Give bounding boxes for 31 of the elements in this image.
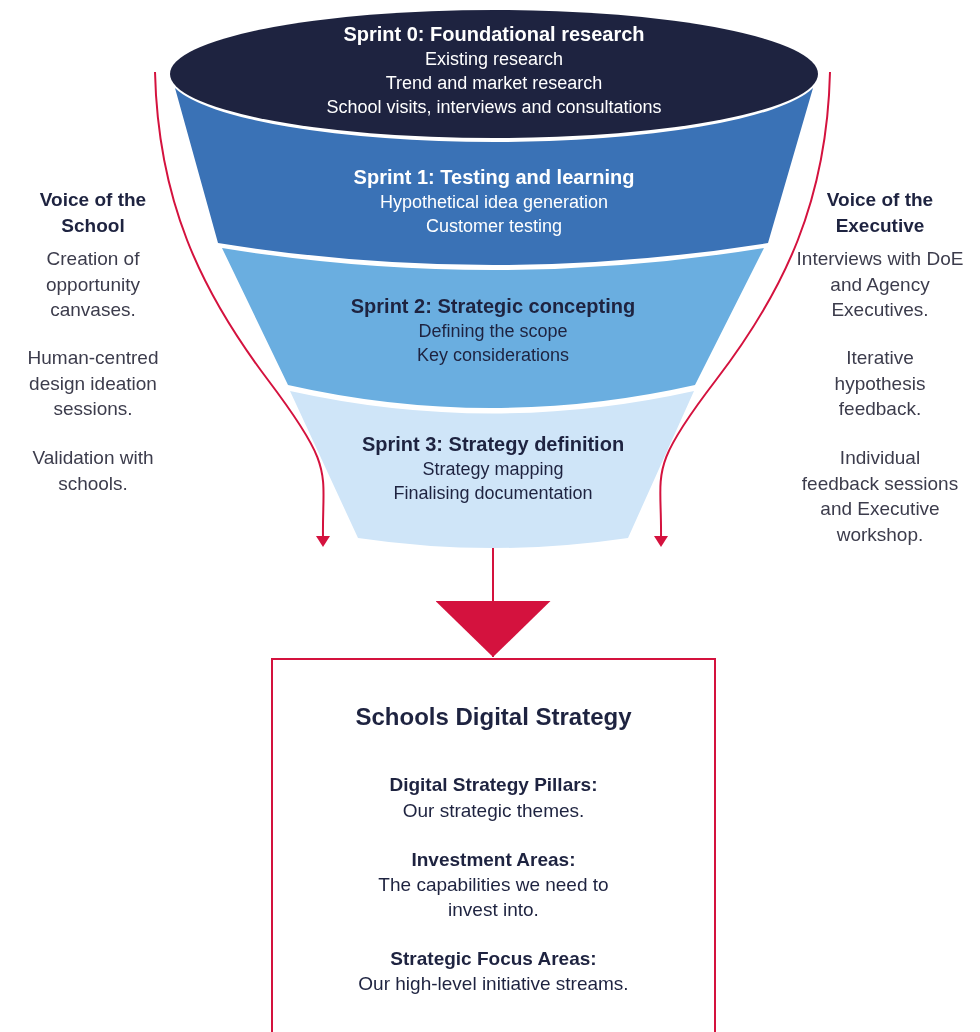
sprint-heading: Sprint 1: Testing and learning [353, 165, 635, 190]
section-description: Our strategic themes. [402, 799, 585, 823]
sprint-heading: Sprint 0: Foundational research [343, 22, 645, 47]
sprint-activity: Hypothetical idea generation [379, 191, 609, 214]
sprint-activity: Strategy mapping [422, 458, 564, 481]
column-note: Iterative hypothesis feedback. [833, 346, 927, 421]
column-heading: Voice of the School [38, 188, 148, 238]
column-note: Creation of opportunity canvases. [45, 247, 141, 322]
column-note: Interviews with DoE and Agency Executives. [795, 247, 965, 322]
sprint-activity: Customer testing [425, 215, 563, 238]
sprint-activity: Trend and market research [385, 72, 603, 95]
sprint-activity: Defining the scope [418, 320, 568, 343]
column-heading: Voice of the Executive [825, 188, 935, 238]
box-title: Schools Digital Strategy [355, 702, 632, 732]
sprint-activity: Existing research [424, 48, 564, 71]
arrow [435, 547, 551, 658]
sprint-ellipse [168, 8, 820, 140]
column-note: Individual feedback sessions and Executive workshop. [800, 446, 960, 547]
sprint-heading: Sprint 3: Strategy definition [361, 432, 625, 457]
sprint-activity: School visits, interviews and consultations [326, 96, 662, 119]
section-description: The capabilities we need to invest into. [377, 873, 610, 922]
sprint-activity: Finalising documentation [393, 482, 593, 505]
section-heading: Strategic Focus Areas: [390, 947, 597, 971]
column-note: Validation with schools. [31, 446, 155, 496]
sprint-activity: Key considerations [416, 344, 570, 367]
section-description: Our high-level initiative streams. [358, 972, 629, 996]
section-heading: Investment Areas: [411, 848, 576, 872]
section-heading: Digital Strategy Pillars: [389, 773, 598, 797]
sprint-heading: Sprint 2: Strategic concepting [350, 294, 636, 319]
output-box [271, 658, 716, 1032]
column-note: Human-centred design ideation sessions. [26, 346, 160, 421]
